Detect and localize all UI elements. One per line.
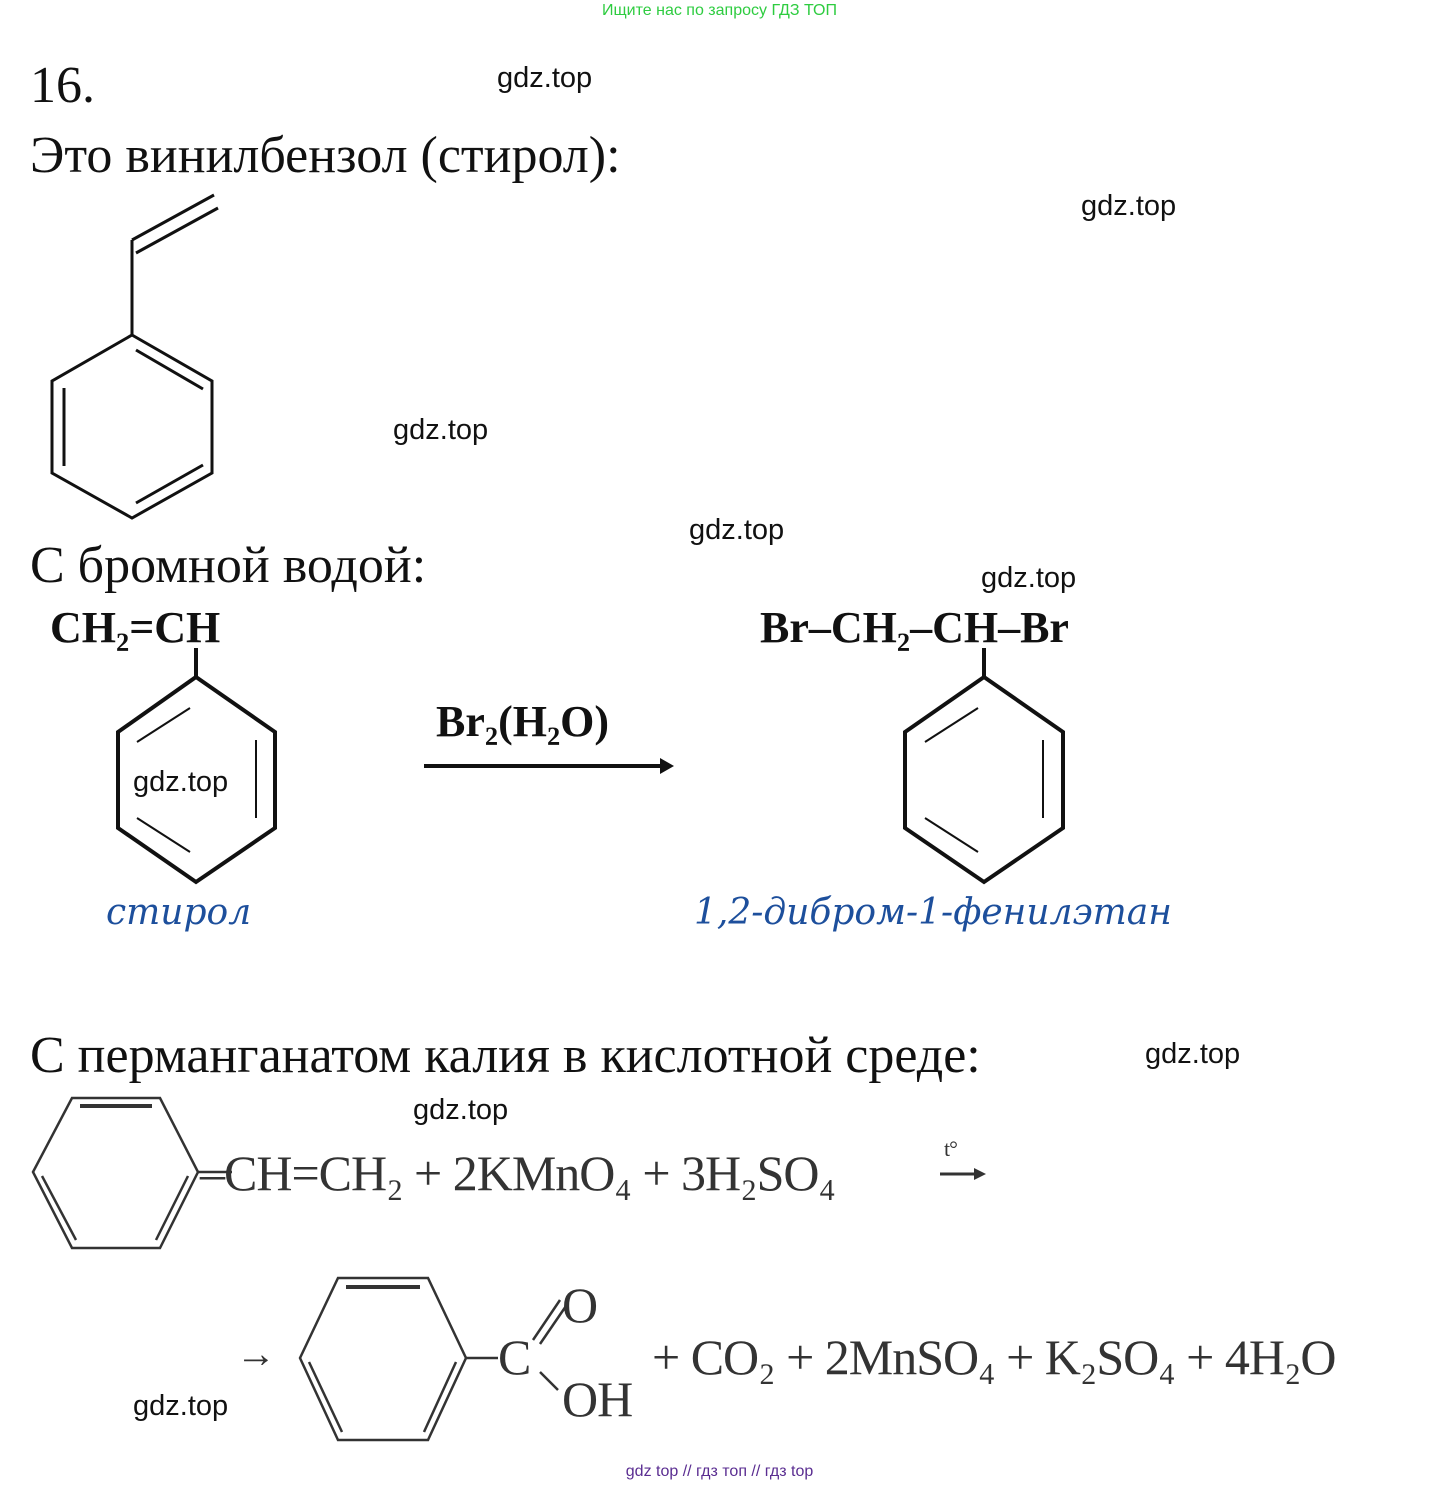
heading-styrene: Это винилбензол (стирол):: [30, 127, 621, 184]
arrow-with-heat: [940, 1168, 986, 1180]
problem-number: 16.: [30, 57, 95, 114]
carboxyl-oxygen: O: [562, 1277, 598, 1333]
heat-condition: t°: [944, 1136, 958, 1161]
heading-permanganate: С перманганатом калия в кислотной среде:: [30, 1027, 981, 1084]
carboxyl-hydroxyl: OH: [562, 1371, 633, 1427]
benzene-ring-1: [31, 1096, 232, 1250]
watermark: gdz.top: [413, 1094, 509, 1126]
watermark: gdz.top: [133, 1390, 229, 1422]
reaction-arrow: [424, 758, 674, 774]
reactant-name: стирол: [106, 892, 252, 933]
watermark: gdz.top: [1145, 1038, 1241, 1070]
benzoic-acid-ring: [298, 1276, 568, 1442]
search-banner[interactable]: Ищите нас по запросу ГДЗ ТОП: [602, 2, 837, 19]
watermark: gdz.top: [393, 414, 489, 446]
styrene-ring-left: [116, 648, 277, 885]
footer-links[interactable]: gdz top // гдз топ // гдз top: [625, 1463, 814, 1480]
product-ring: [903, 648, 1065, 885]
product-name: 1,2-дибром-1-фенилэтан: [694, 892, 1172, 933]
watermark: gdz.top: [689, 514, 785, 546]
reagent-label: Br₂(H₂O): [436, 697, 610, 746]
watermark: gdz.top: [1081, 190, 1177, 222]
product-formula: Br–CH₂–CH–Br: [760, 603, 1069, 652]
watermark: gdz.top: [981, 562, 1077, 594]
watermark: gdz.top: [497, 62, 593, 94]
permanganate-right-side: + CO₂ + 2MnSO₄ + K₂SO₄ + 4H₂O: [652, 1329, 1337, 1385]
styrene-structure: [50, 193, 219, 520]
watermark: gdz.top: [133, 766, 229, 798]
product-arrow: →: [236, 1331, 276, 1376]
carboxyl-carbon: C: [498, 1329, 531, 1385]
heading-bromine-water: С бромной водой:: [30, 537, 427, 594]
styrene-formula: CH₂=CH: [50, 603, 221, 652]
permanganate-left-side: –CH=CH₂ + 2KMnO₄ + 3H₂SO₄: [200, 1145, 836, 1201]
